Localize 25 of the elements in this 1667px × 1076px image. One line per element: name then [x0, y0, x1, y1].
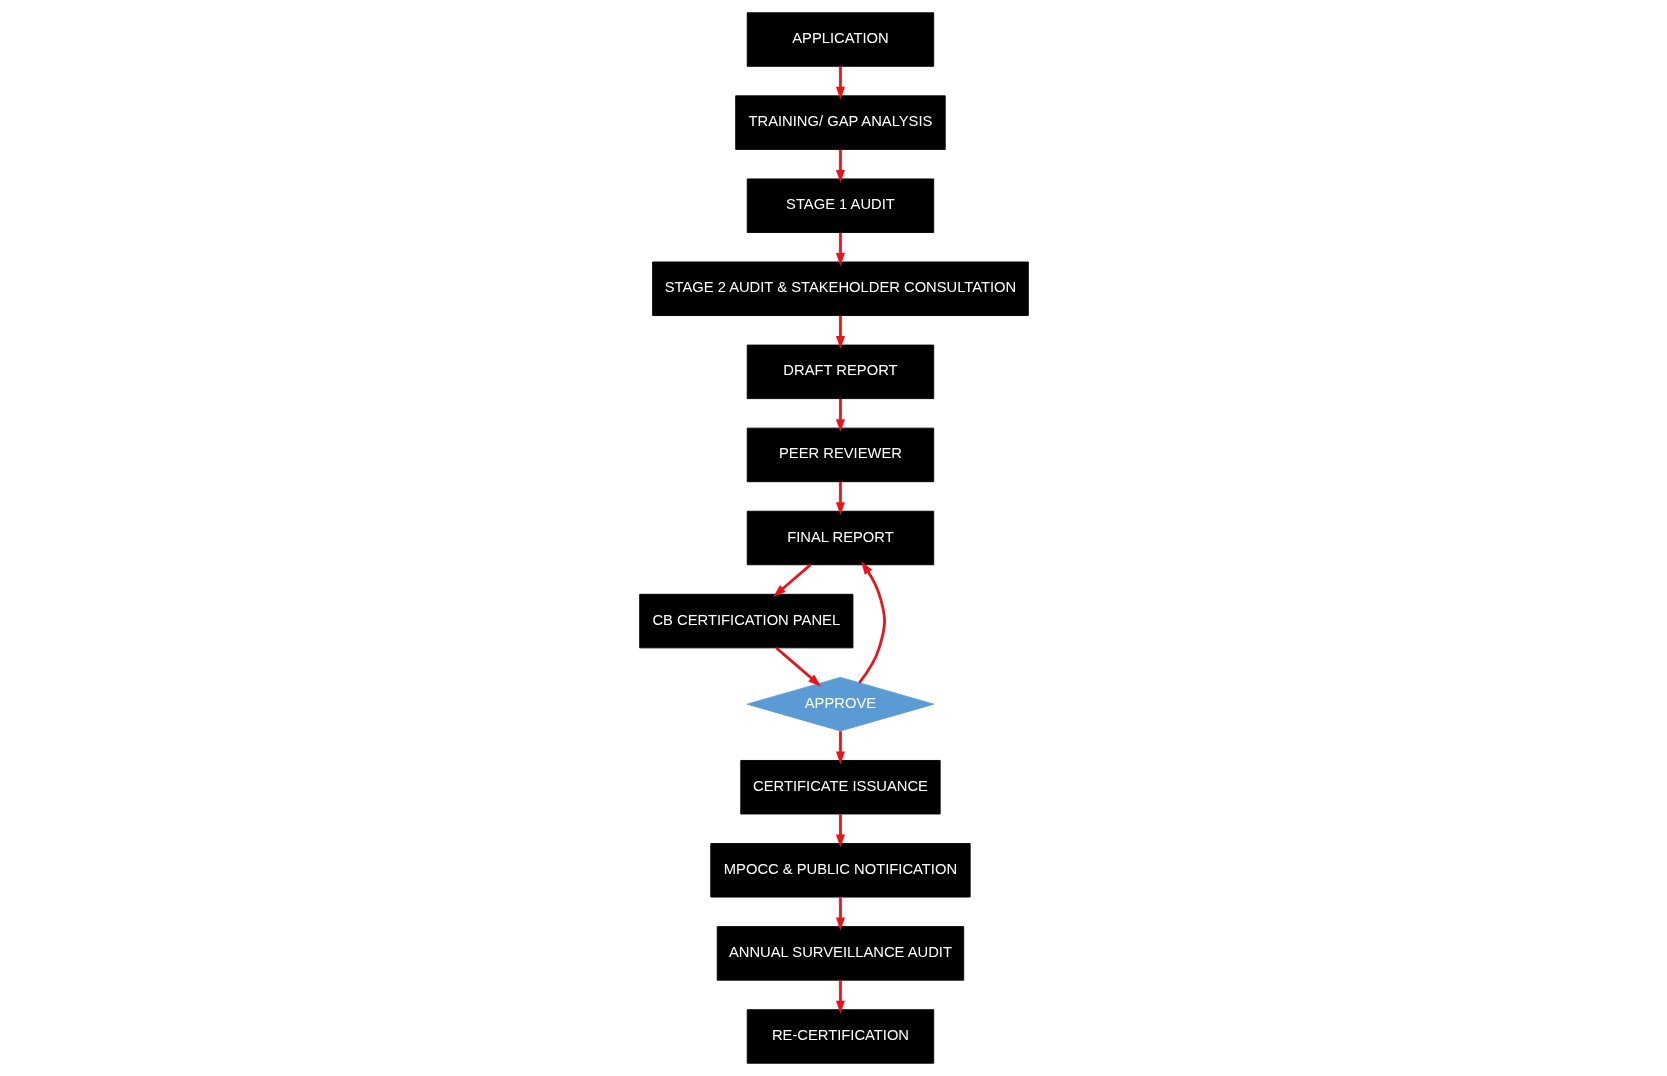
arrow	[835, 149, 845, 183]
arrow	[835, 814, 845, 848]
node-box: PEER REVIEWER	[746, 427, 934, 483]
node-box: STAGE 1 AUDIT	[746, 178, 934, 233]
node-box: DRAFT REPORT	[746, 344, 934, 400]
node-box: STAGE 2 AUDIT & STAKEHOLDER CONSULTATION	[651, 261, 1029, 316]
arrow	[774, 646, 821, 687]
node-box: CERTIFICATE ISSUANCE	[739, 760, 941, 815]
node-box: ANNUAL SURVEILLANCE AUDIT	[716, 926, 964, 981]
arrow	[835, 980, 845, 1014]
node-box: TRAINING/ GAP ANALYSIS	[734, 95, 946, 150]
arrow	[835, 482, 845, 516]
arrow	[835, 731, 845, 765]
node-box: RE-CERTIFICATION	[746, 1009, 934, 1064]
arrow	[835, 897, 845, 931]
arrow	[835, 232, 845, 266]
node-box: CB CERTIFICATION PANEL	[638, 593, 853, 649]
node-box: FINAL REPORT	[746, 510, 934, 566]
arrow	[835, 66, 845, 100]
node-box: MPOCC & PUBLIC NOTIFICATION	[709, 843, 971, 898]
arrow	[857, 561, 886, 684]
node-box: APPLICATION	[746, 12, 934, 67]
arrow	[835, 398, 845, 433]
arrow	[835, 315, 845, 349]
arrow	[772, 563, 811, 597]
